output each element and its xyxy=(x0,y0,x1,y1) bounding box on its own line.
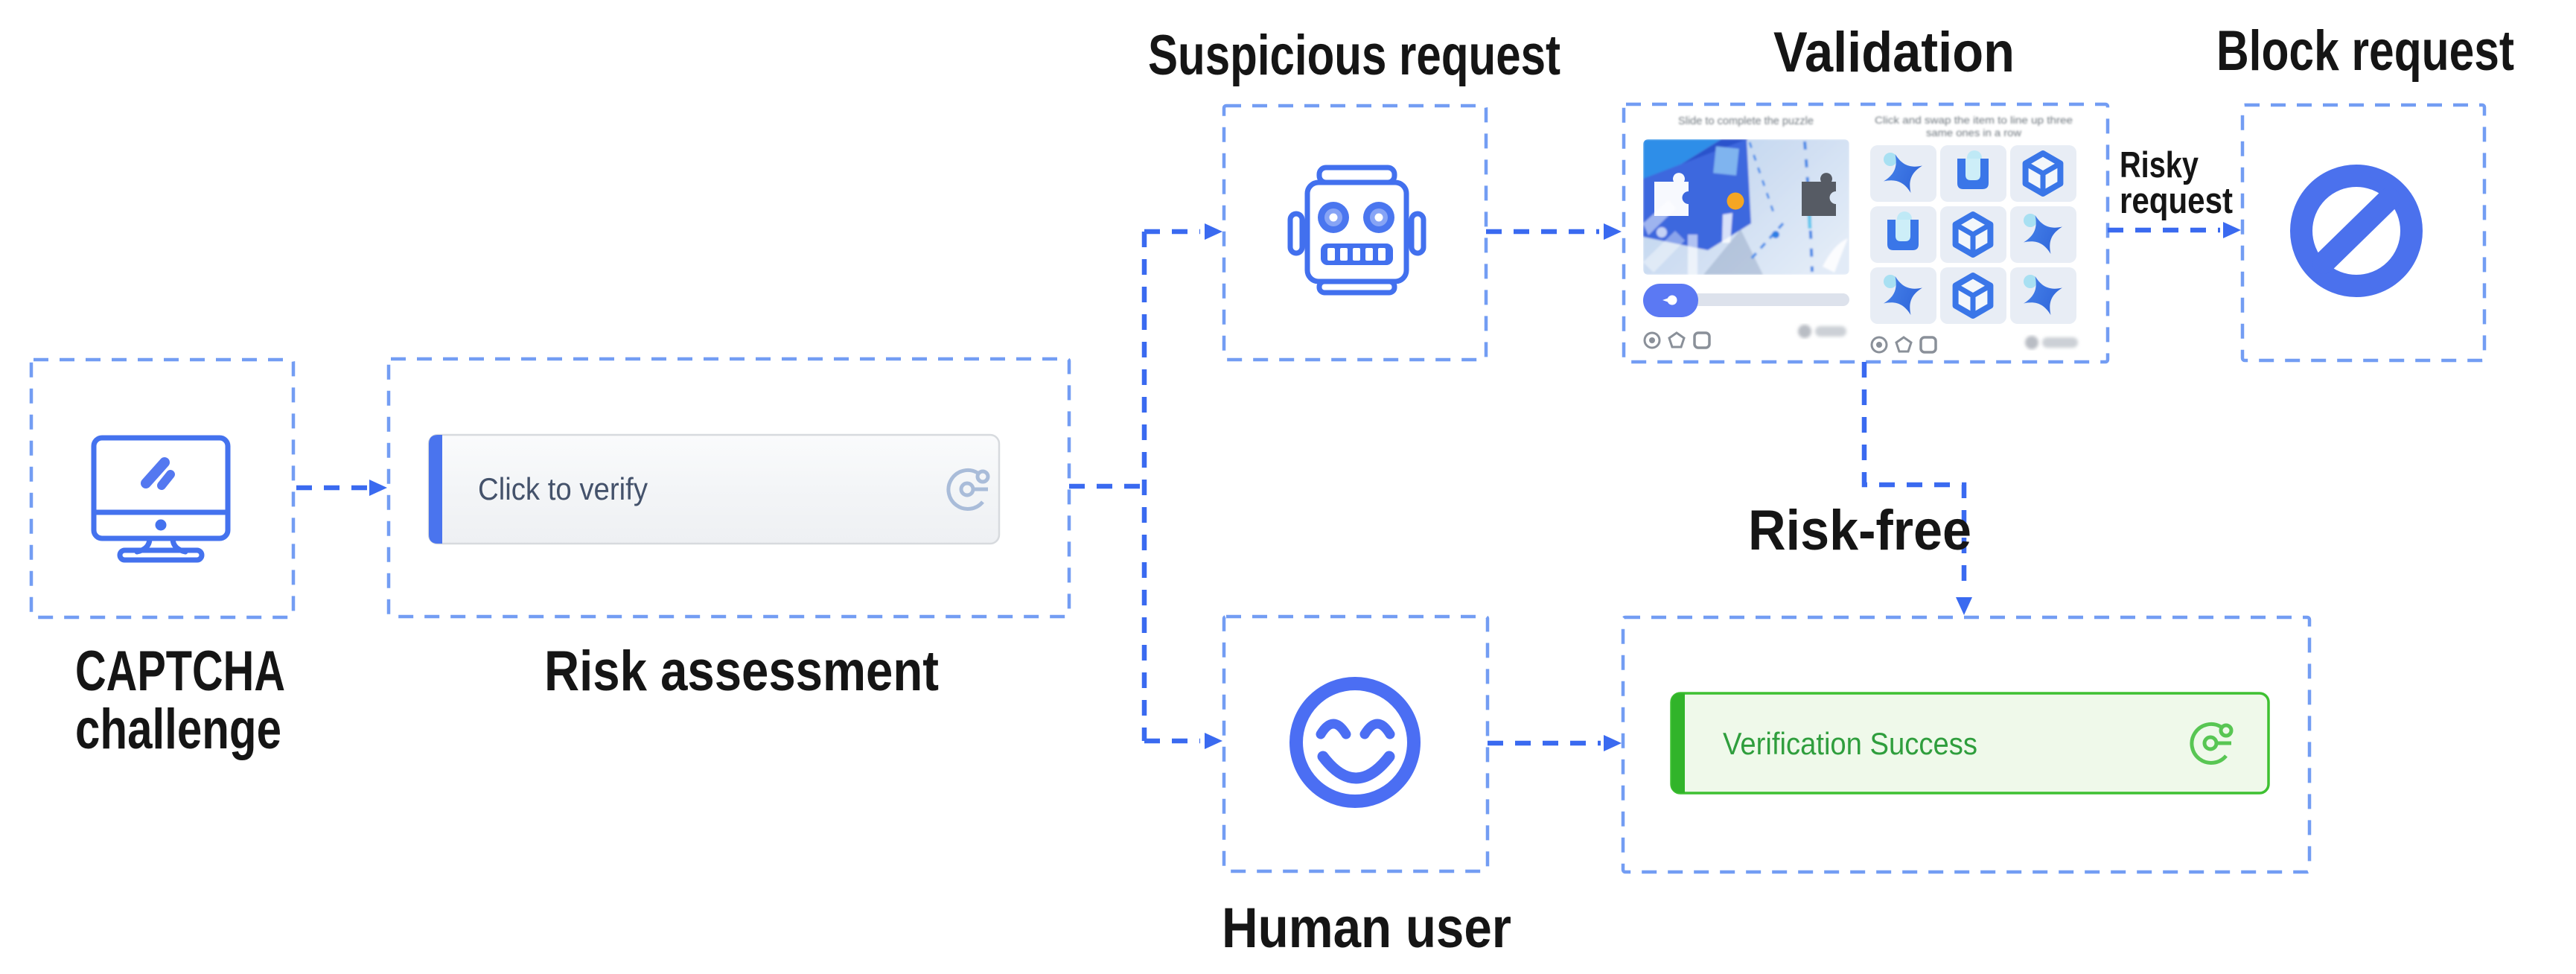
svg-text:Risk-free: Risk-free xyxy=(1748,499,1971,562)
svg-text:Click and swap the item to lin: Click and swap the item to line up three xyxy=(1875,114,2073,126)
svg-text:Verification Success: Verification Success xyxy=(1723,726,1977,761)
svg-text:CAPTCHA: CAPTCHA xyxy=(75,640,285,703)
svg-text:Risky: Risky xyxy=(2120,145,2199,185)
svg-text:Block request: Block request xyxy=(2216,19,2514,83)
svg-text:Slide to complete the puzzle: Slide to complete the puzzle xyxy=(1678,115,1814,127)
svg-text:same ones in a row: same ones in a row xyxy=(1926,127,2022,139)
svg-text:Click to verify: Click to verify xyxy=(478,471,648,506)
svg-text:Risk assessment: Risk assessment xyxy=(544,640,939,703)
svg-text:Suspicious request: Suspicious request xyxy=(1148,24,1560,87)
svg-text:Human user: Human user xyxy=(1222,897,1511,960)
svg-text:challenge: challenge xyxy=(75,698,281,761)
svg-text:request: request xyxy=(2120,181,2233,221)
svg-text:Validation: Validation xyxy=(1773,21,2015,84)
